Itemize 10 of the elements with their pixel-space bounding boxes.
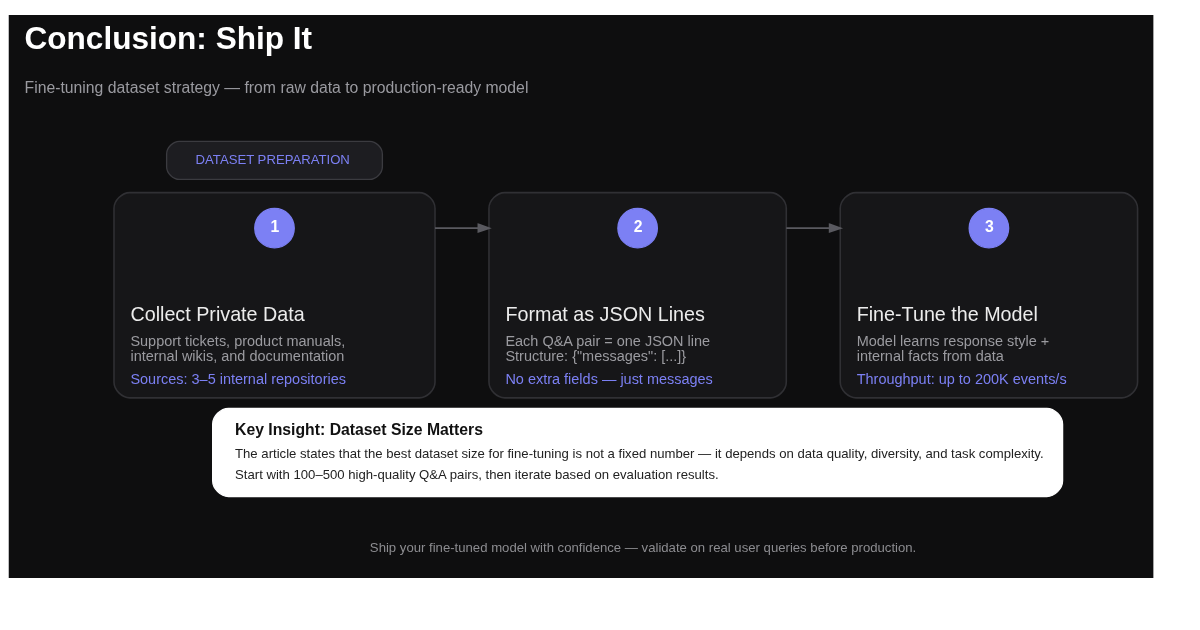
diagram-title: Conclusion: Ship It bbox=[24, 19, 313, 56]
node-circle: 1 bbox=[254, 207, 295, 249]
node-circle: 2 bbox=[617, 207, 658, 249]
arrow bbox=[434, 222, 492, 233]
node-circle: 3 bbox=[968, 207, 1010, 249]
node-box: DATASET PREPARATION bbox=[165, 140, 384, 180]
caption: Ship your fine-tuned model with confidence — validate on real user queries before production. bbox=[369, 539, 917, 555]
arrow bbox=[785, 222, 844, 233]
label: Fine-tuning dataset strategy — from raw data to production-ready model bbox=[24, 78, 529, 96]
node-box: Key Insight: Dataset Size Matters The article states that the best dataset size for fine-tuning is not a fixed number — it depends on data quality, diversity, and task complexity. Start with 100–500 high-quality Q&A pairs, then iterate based on evaluation results. bbox=[212, 407, 1064, 497]
